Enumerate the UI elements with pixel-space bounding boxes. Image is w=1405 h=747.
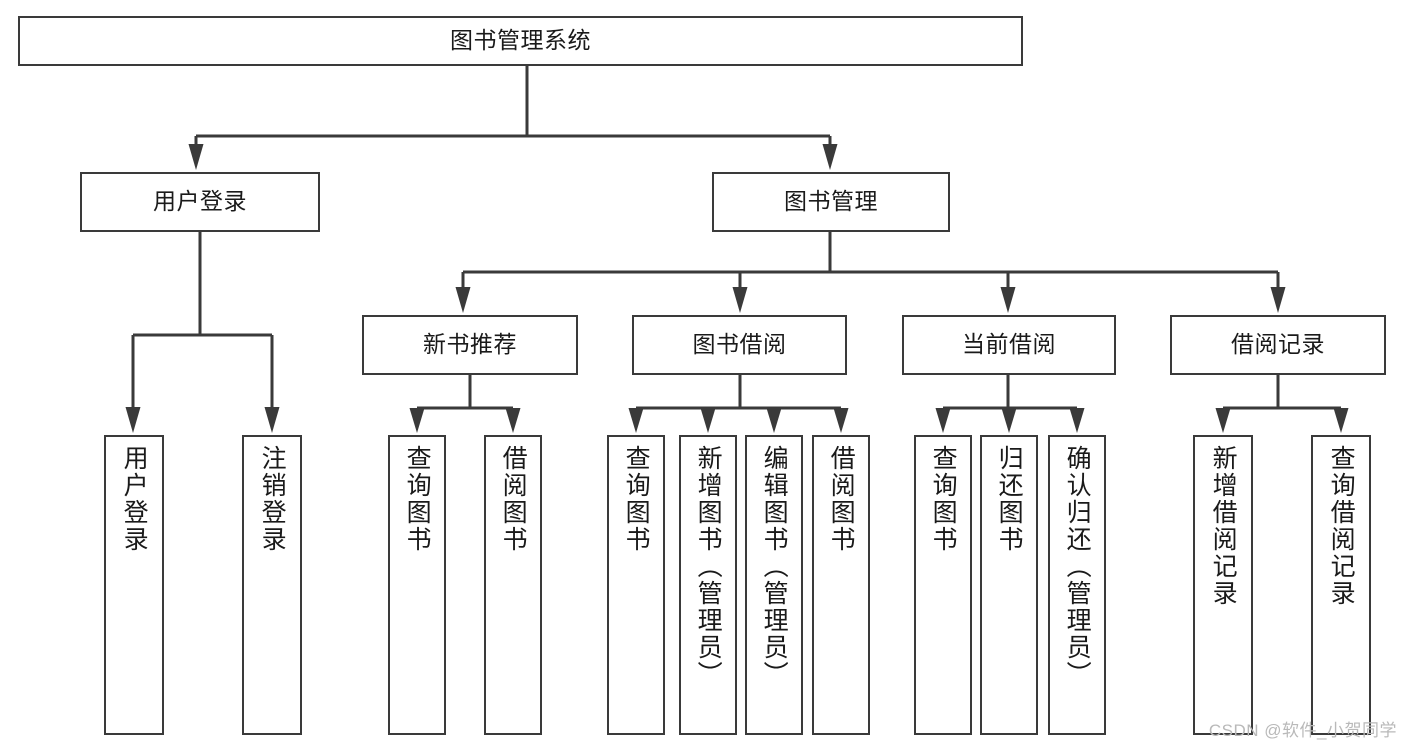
node-borrow-record[interactable]: 借阅记录 [1170, 315, 1386, 375]
edge-bm-to-cb [1000, 272, 1016, 313]
node-bb-query-book[interactable]: 查询图书 [607, 435, 665, 735]
node-label-borrow-record: 借阅记录 [1231, 331, 1325, 358]
edge-bm-to-bb [732, 272, 748, 313]
edge-br-to-add [1215, 408, 1231, 433]
node-label-bb-query-book: 查询图书 [622, 445, 651, 553]
edge-bm-to-br [1270, 272, 1286, 313]
node-label-cb-query-book: 查询图书 [929, 445, 958, 553]
node-cb-confirm-return[interactable]: 确认归还（管理员） [1048, 435, 1106, 735]
node-label-br-query-record: 查询借阅记录 [1327, 445, 1356, 607]
node-bb-borrow-book[interactable]: 借阅图书 [812, 435, 870, 735]
edge-bb-to-add [700, 408, 716, 433]
node-label-book-management: 图书管理 [784, 188, 878, 215]
node-user-logout-leaf[interactable]: 注销登录 [242, 435, 302, 735]
node-label-new-book-recommend: 新书推荐 [423, 331, 517, 358]
node-label-bb-edit-book: 编辑图书（管理员） [760, 445, 789, 688]
node-label-bb-add-book: 新增图书（管理员） [694, 445, 723, 688]
edge-br-to-query [1333, 408, 1349, 433]
node-root[interactable]: 图书管理系统 [18, 16, 1023, 66]
node-label-user-logout-leaf: 注销登录 [258, 445, 287, 553]
edge-nbr-to-borrow [505, 408, 521, 433]
node-label-current-borrow: 当前借阅 [962, 331, 1056, 358]
edge-nbr-to-query [409, 408, 425, 433]
node-nbr-borrow-book[interactable]: 借阅图书 [484, 435, 542, 735]
node-nbr-query-book[interactable]: 查询图书 [388, 435, 446, 735]
edge-ul-to-login [125, 335, 141, 433]
edge-bm-to-nbr [455, 272, 471, 313]
node-book-borrow[interactable]: 图书借阅 [632, 315, 847, 375]
node-bb-add-book[interactable]: 新增图书（管理员） [679, 435, 737, 735]
edge-bb-to-query [628, 408, 644, 433]
node-label-root: 图书管理系统 [450, 27, 591, 54]
node-new-book-recommend[interactable]: 新书推荐 [362, 315, 578, 375]
node-label-nbr-query-book: 查询图书 [403, 445, 432, 553]
edge-ul-to-logout [264, 335, 280, 433]
node-label-user-login-leaf: 用户登录 [120, 445, 149, 553]
csdn-watermark: CSDN @软件_小贺同学 [1208, 721, 1397, 740]
node-br-query-record[interactable]: 查询借阅记录 [1311, 435, 1371, 735]
node-label-user-login: 用户登录 [153, 188, 247, 215]
node-br-add-record[interactable]: 新增借阅记录 [1193, 435, 1253, 735]
edge-bb-to-edit [766, 408, 782, 433]
edge-root-to-user-login [188, 136, 204, 170]
edge-bb-to-borrow [833, 408, 849, 433]
node-label-cb-confirm-return: 确认归还（管理员） [1063, 445, 1092, 688]
node-current-borrow[interactable]: 当前借阅 [902, 315, 1116, 375]
node-cb-query-book[interactable]: 查询图书 [914, 435, 972, 735]
node-label-book-borrow: 图书借阅 [692, 331, 787, 358]
node-user-login-leaf[interactable]: 用户登录 [104, 435, 164, 735]
edge-cb-to-confirm [1069, 408, 1085, 433]
node-cb-return-book[interactable]: 归还图书 [980, 435, 1038, 735]
node-label-nbr-borrow-book: 借阅图书 [499, 445, 528, 553]
node-book-management[interactable]: 图书管理 [712, 172, 950, 232]
node-user-login[interactable]: 用户登录 [80, 172, 320, 232]
node-bb-edit-book[interactable]: 编辑图书（管理员） [745, 435, 803, 735]
edge-cb-to-return [1001, 408, 1017, 433]
node-label-br-add-record: 新增借阅记录 [1209, 445, 1238, 607]
edge-root-to-book-management [822, 136, 838, 170]
edge-cb-to-query [935, 408, 951, 433]
node-label-cb-return-book: 归还图书 [995, 445, 1024, 553]
node-label-bb-borrow-book: 借阅图书 [827, 445, 856, 553]
